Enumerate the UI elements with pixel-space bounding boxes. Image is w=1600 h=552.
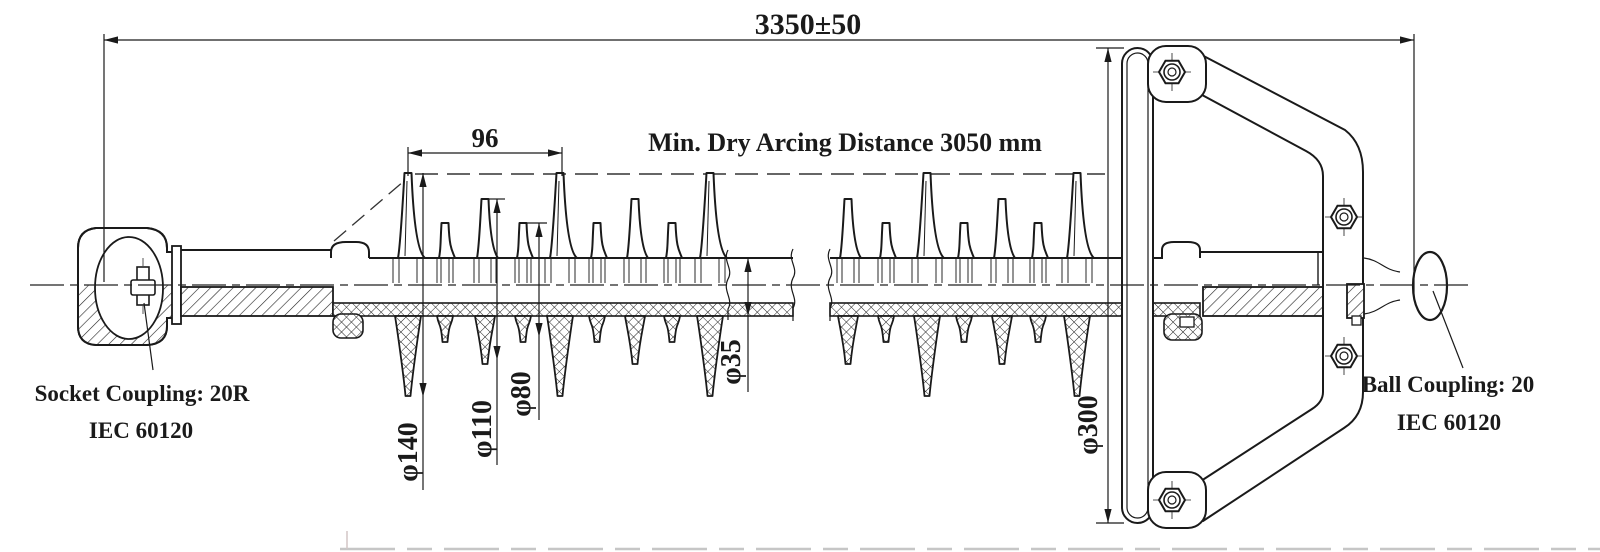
dimension-shed-dia-medium: φ110 bbox=[467, 198, 505, 465]
weather-shed-lower bbox=[991, 315, 1013, 365]
weather-shed-upper bbox=[626, 198, 649, 259]
weather-shed-upper bbox=[665, 222, 683, 259]
weather-shed-lower bbox=[436, 315, 454, 343]
dimension-housing-dia: φ35 bbox=[716, 258, 752, 392]
end-collar bbox=[1346, 283, 1365, 319]
weather-shed-lower bbox=[837, 315, 859, 365]
shed-inner-edge bbox=[706, 180, 710, 257]
weather-shed-upper bbox=[1031, 222, 1049, 259]
shed-dia-medium-text: φ110 bbox=[467, 400, 498, 458]
ball-coupling-callout: Ball Coupling: 20 IEC 60120 bbox=[1362, 290, 1535, 435]
socket-coupling-standard: IEC 60120 bbox=[89, 418, 193, 443]
dimension-shed-dia-large: φ140 bbox=[393, 173, 427, 490]
weather-shed-lower bbox=[1029, 315, 1047, 343]
ball-coupling-end bbox=[1346, 250, 1449, 326]
weather-shed-lower bbox=[474, 315, 496, 365]
weather-shed-upper bbox=[993, 198, 1016, 259]
shed-dia-large-text: φ140 bbox=[393, 422, 424, 481]
arcing-distance-reference-lines bbox=[333, 173, 1105, 242]
housing-bump-left bbox=[330, 241, 370, 258]
weather-shed-upper bbox=[699, 172, 728, 259]
ball-coupling-standard: IEC 60120 bbox=[1397, 410, 1501, 435]
housing-dia-text: φ35 bbox=[716, 339, 747, 384]
shed-dia-small-text: φ80 bbox=[506, 371, 537, 416]
metal-sleeve-section bbox=[180, 286, 334, 317]
weather-shed-lower bbox=[877, 315, 895, 343]
dimension-overall-length: 3350±50 bbox=[103, 8, 1415, 298]
weather-shed-lower bbox=[955, 315, 973, 343]
weather-shed-upper bbox=[397, 172, 426, 259]
housing-bump-right bbox=[1161, 241, 1201, 258]
housing-section-band-left bbox=[332, 302, 794, 317]
weather-shed-upper bbox=[516, 222, 534, 259]
overall-length-text: 3350±50 bbox=[755, 8, 861, 41]
dimension-shed-spacing: 96 bbox=[407, 123, 563, 176]
socket-coupling-label: Socket Coupling: 20R bbox=[35, 381, 250, 406]
ball-end bbox=[1411, 250, 1449, 322]
weather-shed-upper bbox=[476, 198, 499, 259]
ball-coupling-label: Ball Coupling: 20 bbox=[1362, 372, 1535, 397]
shed-inner-edge bbox=[923, 180, 927, 257]
weather-shed-upper bbox=[549, 172, 578, 259]
weather-shed-lower bbox=[588, 315, 606, 343]
socket-coupling-callout: Socket Coupling: 20R IEC 60120 bbox=[35, 302, 250, 443]
shed-inner-edge bbox=[556, 180, 560, 257]
housing-end-seal-left bbox=[332, 313, 364, 339]
weather-sheds bbox=[392, 172, 1095, 397]
page-edge-artifact bbox=[340, 531, 1600, 551]
weather-shed-lower bbox=[624, 315, 646, 365]
ring-dia-text: φ300 bbox=[1073, 395, 1104, 454]
arcing-distance-note: Min. Dry Arcing Distance 3050 mm bbox=[648, 128, 1042, 157]
weather-shed-lower bbox=[696, 315, 724, 397]
weather-shed-lower bbox=[1063, 315, 1091, 397]
weather-shed-upper bbox=[590, 222, 608, 259]
weather-shed-lower bbox=[663, 315, 681, 343]
shed-inner-edge bbox=[1073, 180, 1077, 257]
pin-clip bbox=[130, 279, 156, 296]
shed-spacing-text: 96 bbox=[472, 123, 499, 153]
break-lines bbox=[725, 248, 833, 321]
weather-shed-upper bbox=[438, 222, 456, 259]
weather-shed-upper bbox=[957, 222, 975, 259]
socket-end-fitting bbox=[77, 227, 334, 346]
weather-shed-upper bbox=[839, 198, 862, 259]
dimension-shed-dia-small: φ80 bbox=[506, 222, 547, 420]
weather-shed-lower bbox=[514, 315, 532, 343]
weather-shed-lower bbox=[394, 315, 422, 397]
shed-inner-edge bbox=[404, 180, 408, 257]
dimension-ring-dia: φ300 bbox=[1073, 47, 1124, 524]
weather-shed-lower bbox=[546, 315, 574, 397]
weather-shed-lower bbox=[913, 315, 941, 397]
weather-shed-upper bbox=[916, 172, 945, 259]
weather-shed-upper bbox=[879, 222, 897, 259]
weather-shed-upper bbox=[1066, 172, 1095, 259]
